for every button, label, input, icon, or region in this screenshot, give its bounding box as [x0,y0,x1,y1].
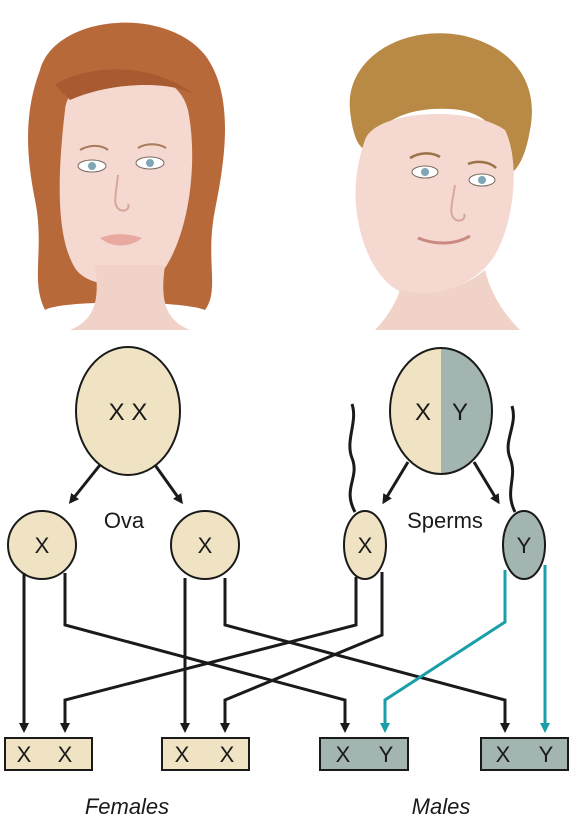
female-fringe [55,69,195,100]
line-ovum1-to-offspring3 [63,573,350,733]
fertilization-lines [19,572,510,733]
male-parent-cell [389,347,493,475]
sperm-y-label: Y [517,533,532,558]
male-portrait [349,33,532,330]
female-face [59,70,193,286]
male-parent-x-label: X [415,399,431,426]
sperm-x-tail [348,403,357,513]
meiosis-arrows [68,461,500,505]
arrow-to-ovum-2 [153,464,183,505]
males-caption: Males [412,794,471,819]
offspring-4-right: Y [539,742,554,767]
sperm-y [502,510,546,580]
arrow-to-sperm-x [382,461,410,505]
offspring-2-left: X [175,742,190,767]
offspring-box-1 [4,737,93,771]
sperm-x [343,510,387,580]
female-nose [114,174,130,212]
male-face [355,113,514,296]
male-neck [375,270,520,330]
ovum-1-label: X [35,533,50,558]
ovum-1 [7,510,77,580]
arrow-to-sperm-y [472,461,500,505]
offspring-box-3 [319,737,409,771]
female-left-iris [88,162,96,170]
male-left-brow [409,152,441,160]
line-spermx-to-offspring1 [60,577,358,733]
females-caption: Females [85,794,169,819]
male-parent-y-label: Y [452,399,468,426]
male-right-iris [478,176,486,184]
offspring-box-4 [480,737,569,771]
male-left-iris [421,168,429,176]
line-spermx-to-offspring2 [220,572,384,733]
ovum-2-label: X [198,533,213,558]
female-right-brow [137,143,167,149]
y-chromosome-lines [380,565,550,733]
female-right-iris [146,159,154,167]
offspring-1-left: X [17,742,32,767]
offspring-4-left: X [496,742,511,767]
sperm-y-tail [506,405,517,513]
sperm-x-label: X [358,533,373,558]
male-nose [450,184,466,222]
male-mouth [417,234,471,245]
offspring-3-right: Y [379,742,394,767]
female-parent-cell [75,346,181,476]
ova-label: Ova [104,508,145,533]
offspring-box-2 [161,737,250,771]
female-left-brow [79,144,109,151]
male-right-brow [467,160,497,169]
arrow-to-ovum-1 [68,464,102,504]
female-lips [100,234,142,246]
offspring-2-right: X [220,742,235,767]
male-hair [349,33,532,175]
line-spermy-to-offspring3 [380,570,507,733]
line-ovum2-to-offspring4 [223,578,510,733]
offspring-1-right: X [58,742,73,767]
ovum-2 [170,510,240,580]
offspring-3-left: X [336,742,351,767]
female-neck [70,265,190,330]
female-portrait [28,22,226,330]
sperms-label: Sperms [407,508,483,533]
female-parent-chromosomes: X X [109,399,148,426]
